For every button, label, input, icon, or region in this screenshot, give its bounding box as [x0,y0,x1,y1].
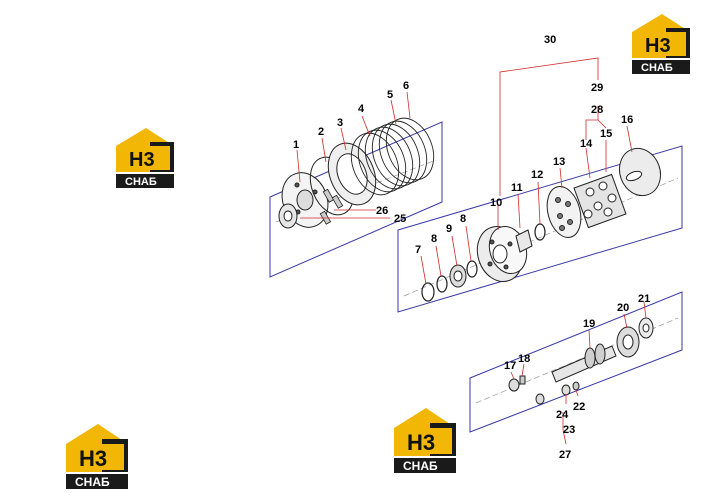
label-6: 6 [403,80,409,92]
logo-top-text: Н3 [407,430,435,455]
part-13-valve-plate [546,186,582,238]
part-17-sleeve [508,378,520,392]
part-14-15-cylinder-block [573,173,627,229]
label-4: 4 [358,103,365,115]
label-27: 27 [559,449,571,461]
label-1: 1 [293,139,299,151]
label-17: 17 [504,360,516,372]
label-9: 9 [446,223,452,235]
logo-bottom-text: СНАБ [641,62,673,74]
label-8a: 8 [431,233,437,245]
logo-bottom-text: СНАБ [403,459,438,473]
label-30: 30 [544,34,556,46]
frame-group-left [269,121,443,278]
label-24: 24 [556,409,569,421]
part-21-ring [638,317,654,339]
label-20: 20 [617,302,629,314]
label-11: 11 [511,182,523,194]
part-10-housing [476,226,528,282]
label-19: 19 [583,318,595,330]
logo-bottom-text: СНАБ [75,475,110,489]
frame-group-bottom [469,291,683,433]
label-28: 28 [591,104,603,116]
part-4-5-6-disc-pack [350,117,435,196]
part-18-pin [519,375,526,385]
label-16: 16 [621,114,633,126]
label-15: 15 [600,128,612,140]
label-12: 12 [531,169,543,181]
logo-top-text: Н3 [79,446,107,471]
watermark-logo-left-middle: Н3 СНАБ [116,128,174,188]
part-9-bearing [449,264,467,288]
part-26-bolts [319,188,344,225]
part-16-cover [618,147,662,197]
label-26: 26 [376,205,388,217]
label-8b: 8 [460,213,466,225]
part-7-snap-ring [421,282,435,302]
label-21: 21 [638,293,650,305]
part-8-ring [436,275,448,293]
part-20-bearing [616,326,640,358]
label-18: 18 [518,353,530,365]
label-22: 22 [573,401,585,413]
part-19-shaft [551,343,617,383]
watermark-logo-top-right: Н3 СНАБ [632,14,690,74]
part-11-shaft [515,229,533,253]
label-7: 7 [415,244,421,256]
logo-bottom-text: СНАБ [125,176,157,188]
leader-lines [296,57,647,445]
label-13: 13 [553,156,565,168]
label-2: 2 [318,126,324,138]
label-25: 25 [394,213,406,225]
watermark-logo-bottom-left: Н3 СНАБ [66,424,128,489]
label-5: 5 [387,89,393,101]
part-8b-ring [466,260,478,278]
label-10: 10 [490,197,502,209]
label-3: 3 [337,117,343,129]
frame-group-middle [397,145,683,313]
part-25-bearing [278,203,298,229]
callout-labels: 1 2 3 4 5 6 26 25 30 29 28 14 15 16 13 1… [293,34,650,461]
label-14: 14 [580,138,593,150]
label-29: 29 [591,82,603,94]
logo-top-text: Н3 [129,149,155,171]
logo-top-text: Н3 [645,35,671,57]
watermark-logo-bottom-middle: Н3 СНАБ [394,408,456,473]
label-23: 23 [563,424,575,436]
